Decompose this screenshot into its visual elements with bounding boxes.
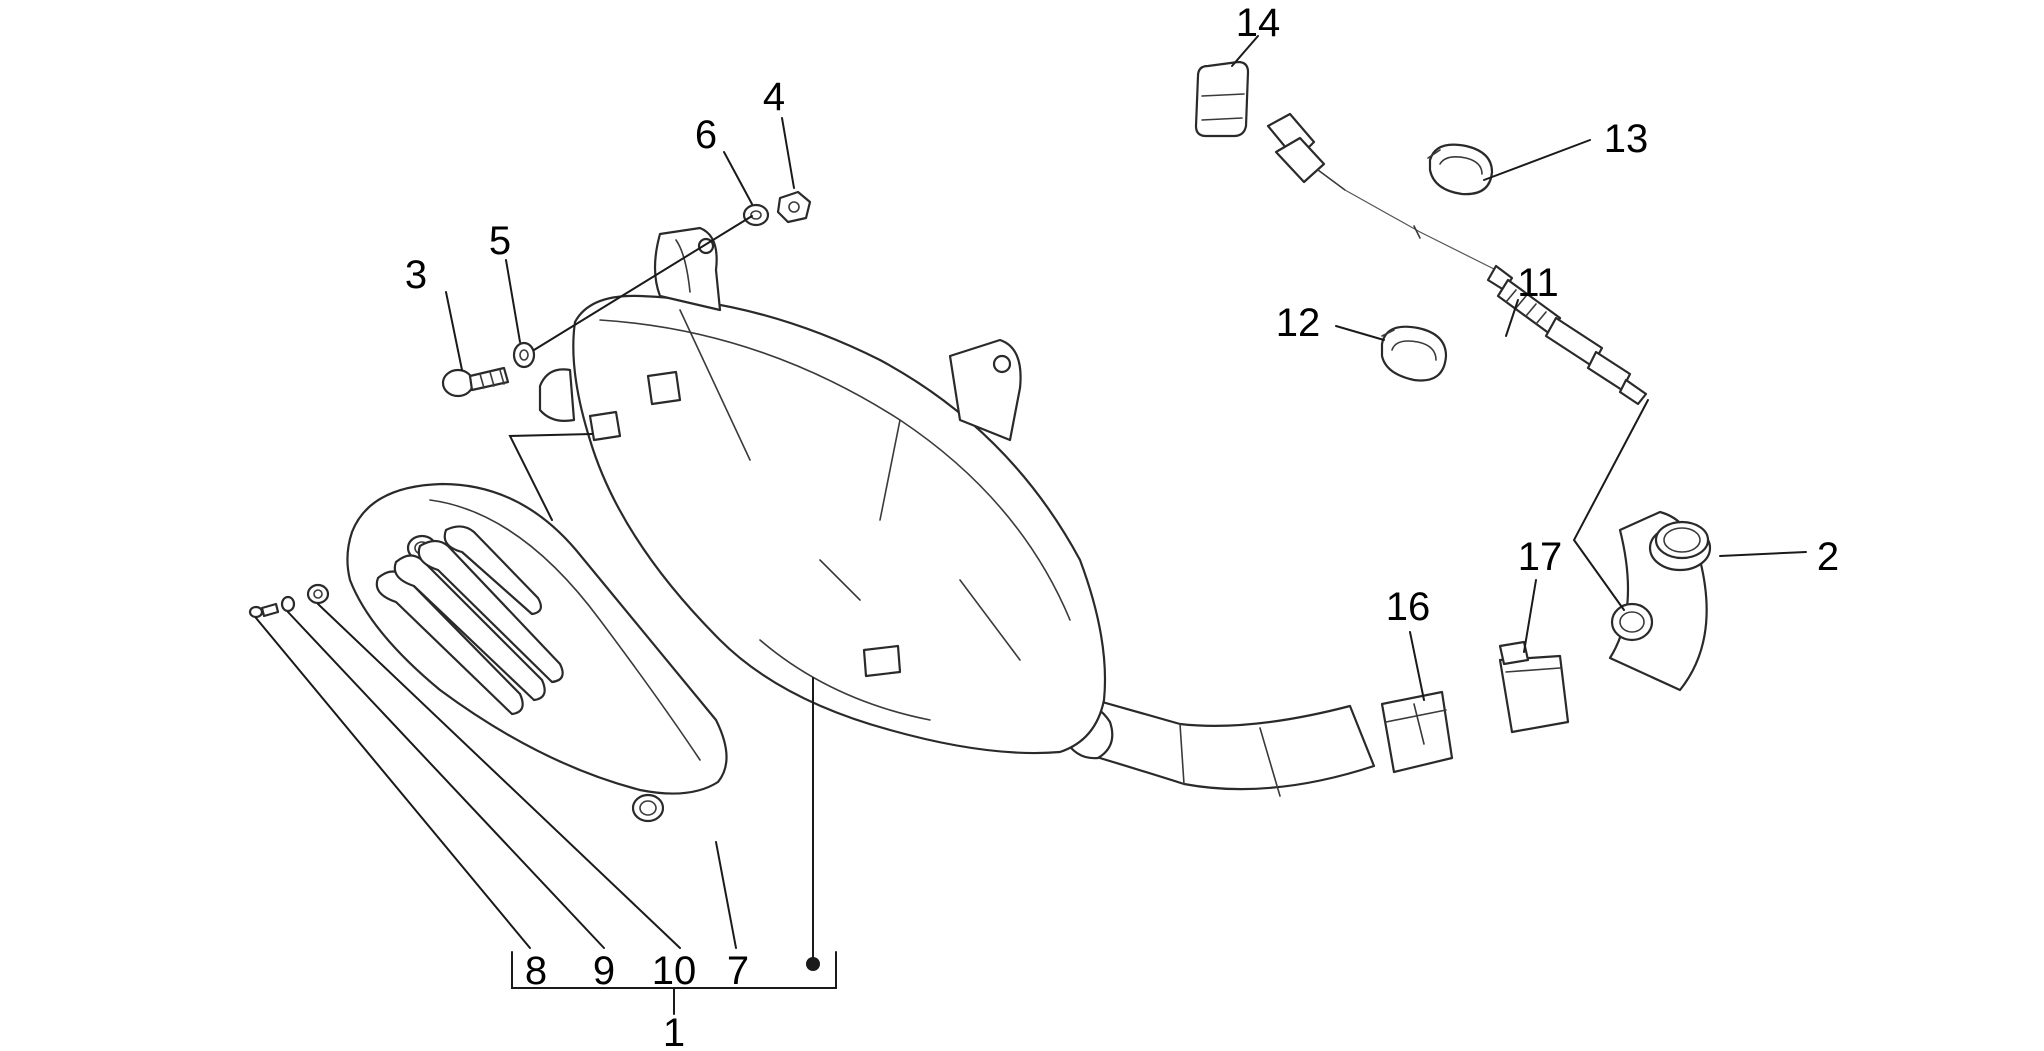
callout-14: 14 xyxy=(1236,1,1281,45)
callout-1: 1 xyxy=(663,1011,685,1051)
callout-11: 11 xyxy=(1517,261,1559,305)
part-gasket-sleeve xyxy=(1380,690,1454,774)
callout-3: 3 xyxy=(405,253,427,297)
callout-6: 6 xyxy=(695,113,717,157)
callout-13: 13 xyxy=(1604,117,1649,161)
part-nut xyxy=(776,190,812,224)
part-connector-cap xyxy=(1194,60,1250,138)
callout-16: 16 xyxy=(1386,585,1431,629)
part-washer-small xyxy=(742,203,770,227)
callout-10: 10 xyxy=(652,949,697,993)
part-exhaust-elbow xyxy=(1608,510,1712,692)
part-washer-large xyxy=(512,341,536,369)
part-grommet xyxy=(306,583,330,605)
part-hose-clamp-lower xyxy=(1380,325,1448,382)
callout-7: 7 xyxy=(727,949,749,993)
callout-labels: 14 13 11 12 2 17 16 4 6 5 3 8 9 10 7 1 xyxy=(405,1,1839,1051)
part-bolt xyxy=(441,366,510,398)
callout-12: 12 xyxy=(1276,301,1321,345)
leader-dot xyxy=(806,957,820,971)
callout-5: 5 xyxy=(489,219,511,263)
callout-2: 2 xyxy=(1817,535,1839,579)
callout-4: 4 xyxy=(763,75,785,119)
part-clamp xyxy=(1498,640,1570,734)
part-heat-shield xyxy=(346,482,728,823)
callout-9: 9 xyxy=(593,949,615,993)
part-muffler-body xyxy=(538,226,1376,797)
part-washer-flat xyxy=(280,595,296,613)
part-hose-clamp-upper xyxy=(1427,143,1494,196)
part-lambda-sensor xyxy=(1266,112,1648,406)
callout-8: 8 xyxy=(525,949,547,993)
leader-lines xyxy=(255,35,1807,1015)
callout-17: 17 xyxy=(1518,535,1563,579)
part-screw-small xyxy=(248,602,280,619)
